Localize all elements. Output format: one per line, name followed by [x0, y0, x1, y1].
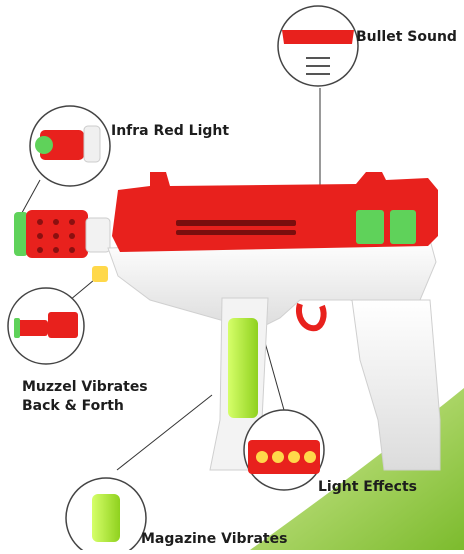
- gun-side-lights: [356, 210, 416, 244]
- callout-bullet-sound-detail: [277, 5, 359, 87]
- gun-yellow-light: [92, 266, 108, 282]
- gun-vents: [176, 220, 296, 235]
- callout-light-effects-detail: [243, 409, 325, 491]
- toy-gun: [14, 172, 441, 471]
- callout-magazine-detail: [65, 477, 147, 554]
- gun-muzzle: [14, 210, 111, 258]
- label-bullet-sound: Bullet Sound: [356, 29, 457, 45]
- gun-trigger: [296, 303, 327, 332]
- green-corner-background: [250, 388, 464, 550]
- gun-top-slide: [112, 172, 438, 252]
- gun-handle: [351, 299, 441, 471]
- label-muzzle-line-2: Back & Forth: [22, 398, 124, 414]
- gun-magazine: [228, 318, 258, 418]
- label-infra-red-light: Infra Red Light: [111, 123, 230, 139]
- label-light-effects: Light Effects: [318, 479, 417, 495]
- callout-infra-red-detail: [29, 105, 111, 187]
- label-magazine-vibrates: Magazine Vibrates: [141, 531, 288, 547]
- callout-muzzle-detail: [7, 287, 85, 365]
- gun-lower-frame: [107, 239, 437, 331]
- label-muzzle-line-1: Muzzel Vibrates: [22, 379, 148, 395]
